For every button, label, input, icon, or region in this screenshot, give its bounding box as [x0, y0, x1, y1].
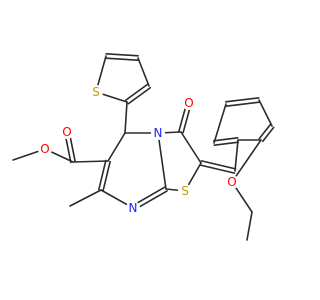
double-bond-line — [182, 108, 191, 134]
oxygen-atom-label: O — [62, 125, 71, 139]
double-bond-line — [105, 57, 139, 61]
single-bond — [137, 57, 150, 87]
single-bond — [163, 131, 182, 134]
single-bond — [107, 132, 126, 162]
single-bond — [246, 211, 253, 241]
single-bond — [12, 150, 41, 161]
oxygen-atom-label: O — [40, 142, 49, 156]
atom-label-background — [60, 125, 74, 139]
double-bond-line — [213, 141, 240, 146]
nitrogen-atom: N — [126, 201, 140, 215]
double-bond-line — [199, 164, 236, 174]
double-bond-line — [136, 186, 166, 204]
single-bond — [158, 138, 167, 190]
single-bond — [258, 99, 273, 127]
single-bond — [234, 139, 239, 172]
double-bond-line — [124, 83, 149, 102]
atom-label-background — [151, 126, 165, 140]
oxygen-atom: O — [182, 96, 196, 110]
nitrogen-atom: N — [151, 126, 165, 140]
double-bond-line — [225, 101, 261, 107]
single-bond — [96, 55, 107, 88]
nitrogen-atom-label: N — [129, 201, 138, 215]
double-bond-line — [212, 137, 239, 142]
atom-label-background — [38, 142, 52, 156]
single-bond — [69, 189, 102, 207]
oxygen-atom: O — [38, 142, 52, 156]
single-bond — [180, 131, 202, 164]
atom-label-background — [89, 85, 103, 99]
nitrogen-atom-label: N — [154, 126, 163, 140]
double-bond-line — [138, 190, 168, 208]
double-bond-line — [200, 160, 237, 170]
oxygen-atom-label: O — [184, 96, 193, 110]
double-bond-line — [105, 53, 139, 57]
double-bond-line — [261, 126, 275, 143]
single-bond — [124, 101, 128, 134]
double-bond-line — [258, 123, 272, 140]
single-bond — [100, 189, 129, 206]
single-bond — [187, 162, 202, 187]
double-bond-line — [65, 137, 72, 164]
sulfur-atom: S — [178, 184, 192, 198]
double-bond-line — [69, 136, 76, 163]
atom-label-background — [182, 96, 196, 110]
bond-layer — [12, 53, 275, 241]
sulfur-atom-label: S — [92, 85, 100, 99]
single-bond — [234, 186, 253, 213]
sulfur-atom-label: S — [181, 184, 189, 198]
oxygen-atom: O — [225, 175, 239, 189]
double-bond-line — [127, 86, 152, 105]
atom-label-background — [225, 175, 239, 189]
single-bond — [49, 150, 74, 163]
single-bond — [100, 93, 128, 103]
sulfur-atom: S — [89, 85, 103, 99]
double-bond-line — [102, 160, 111, 192]
atom-label-background — [178, 184, 192, 198]
atom-label-background — [126, 201, 140, 215]
double-bond-line — [178, 107, 187, 133]
oxygen-atom-label: O — [227, 175, 236, 189]
single-bond — [213, 103, 227, 144]
single-bond — [72, 160, 109, 163]
oxygen-atom: O — [60, 125, 74, 139]
single-bond — [165, 188, 180, 192]
double-bond-line — [224, 97, 260, 103]
single-bond — [234, 139, 262, 178]
double-bond-line — [98, 159, 107, 191]
